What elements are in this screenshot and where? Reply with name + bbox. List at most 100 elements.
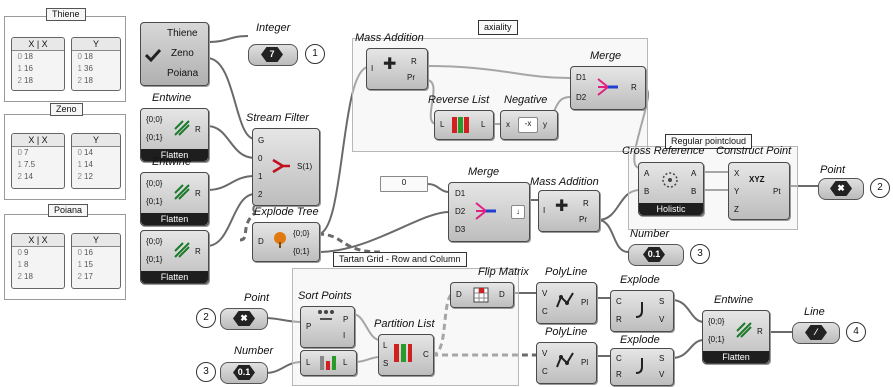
flatten-label: Flatten	[141, 271, 208, 283]
wire	[206, 175, 256, 191]
entwine2-title: Entwine	[152, 156, 192, 168]
flip-matrix[interactable]: D D	[450, 282, 514, 308]
list-header: X | X	[12, 234, 64, 247]
merge1[interactable]: D1 D2 R	[570, 66, 646, 110]
partition-list[interactable]: L S C	[378, 334, 434, 376]
mass-addition1-title: Mass Addition	[355, 32, 424, 44]
stream-filter[interactable]: G 0 1 2 S(1)	[252, 128, 320, 206]
entwine1[interactable]: {0;0} {0;1} R Flatten	[140, 108, 209, 162]
point-out-title: Point	[820, 164, 846, 176]
line-out-param[interactable]: ⁄	[792, 322, 840, 344]
explode-tree-icon	[274, 232, 286, 248]
wire	[206, 125, 256, 159]
stream-filter-icon	[272, 158, 290, 174]
point-in-param[interactable]: ✖	[220, 308, 268, 330]
number-in-badge: 3	[196, 362, 216, 382]
explode-icon	[635, 358, 643, 374]
construct-point-title: Construct Point	[716, 145, 792, 157]
explode-tree-title: Explode Tree	[254, 206, 319, 218]
polyline2[interactable]: V C Pl	[536, 342, 597, 384]
reverse-list-title: Reverse List	[428, 94, 490, 106]
mass-addition2[interactable]: I ✚ R Pr	[538, 190, 600, 232]
point-icon: ✖	[233, 311, 255, 326]
merge1-title: Merge	[590, 50, 622, 62]
wire	[671, 299, 705, 323]
negative-icon: -x	[518, 117, 538, 133]
flatten-label: Flatten	[703, 351, 769, 363]
cross-reference[interactable]: A B A B Holistic	[638, 162, 704, 216]
wire	[425, 79, 438, 125]
wire-multi	[239, 211, 257, 242]
polyline-icon	[556, 292, 574, 308]
wire	[671, 339, 705, 359]
wire	[427, 183, 450, 193]
flip-matrix-title: Flip Matrix	[478, 266, 529, 278]
group-tartan-title: Tartan Grid - Row and Column	[333, 252, 467, 267]
number-out-title: Number	[630, 228, 670, 240]
explode2[interactable]: C R S V	[610, 348, 674, 386]
line-out-title: Line	[804, 306, 825, 318]
number-out-badge: 3	[690, 244, 710, 264]
merge-flatten-icon[interactable]: ↓	[511, 205, 525, 219]
svg-text:✚: ✚	[383, 55, 396, 73]
entwine-icon	[736, 322, 752, 338]
list-header: X | X	[12, 38, 64, 51]
construct-point[interactable]: X Y Z XYZ Pt	[728, 162, 790, 220]
wire	[206, 57, 256, 140]
wire-multi	[317, 232, 381, 254]
flatten-label: Flatten	[141, 149, 208, 161]
wire	[264, 361, 303, 374]
partition-list-icon	[394, 344, 412, 362]
point-out-param[interactable]: ✖	[818, 178, 864, 200]
mass-addition1[interactable]: I ✚ R Pr	[366, 48, 428, 90]
mass-addition2-title: Mass Addition	[530, 176, 599, 188]
value-list-item[interactable]: Poiana	[167, 68, 199, 79]
line-out-badge: 4	[846, 322, 866, 342]
entwine3[interactable]: {0;0} {0;1} R Flatten	[140, 230, 209, 284]
list-item-component[interactable]: L L	[300, 350, 357, 376]
entwine2[interactable]: {0;0} {0;1} R Flatten	[140, 172, 209, 226]
merge2[interactable]: D1 D2 D3 ↓	[448, 182, 530, 242]
number-in-param[interactable]: 0.1	[220, 362, 268, 384]
number-in-title: Number	[234, 345, 274, 357]
number-panel[interactable]: 0	[380, 176, 428, 192]
cross-reference-mode: Holistic	[639, 203, 703, 215]
merge2-title: Merge	[468, 166, 500, 178]
entwine4-title: Entwine	[714, 294, 754, 306]
integer-param[interactable]: 7	[248, 44, 298, 66]
reverse-list-icon	[452, 117, 469, 133]
group-pointcloud-title: Regular pointcloud	[665, 134, 753, 149]
flatten-label: Flatten	[141, 213, 208, 225]
number-out-param[interactable]: 0.1	[628, 244, 684, 266]
svg-text:✚: ✚	[555, 197, 568, 215]
value-list-item[interactable]: Thiene	[167, 28, 198, 39]
cross-reference-title: Cross Reference	[622, 145, 705, 157]
integer-title: Integer	[256, 22, 291, 34]
value-list-item-selected[interactable]: Zeno	[171, 48, 194, 59]
polyline-icon	[556, 352, 574, 368]
polyline1[interactable]: V C Pl	[536, 282, 597, 324]
wire	[597, 189, 641, 221]
panel-label-thiene: Thiene	[46, 8, 86, 21]
panel-label-poiana: Poiana	[48, 204, 89, 217]
explode-tree[interactable]: D {0;0} {0;1}	[252, 222, 320, 262]
reverse-list[interactable]: L L	[434, 110, 494, 140]
entwine4[interactable]: {0;0} {0;1} R Flatten	[702, 310, 770, 364]
panel-label-zeno: Zeno	[50, 103, 83, 116]
explode1-title: Explode	[620, 274, 660, 286]
negative[interactable]: x -x y	[500, 110, 558, 140]
stream-filter-title: Stream Filter	[246, 112, 309, 124]
number-out-value: 0.1	[643, 247, 665, 262]
explode1[interactable]: C R S V	[610, 290, 674, 332]
sort-points-icon	[318, 310, 334, 320]
sort-points[interactable]: P P I	[300, 306, 355, 348]
value-list[interactable]: Thiene Zeno Poiana	[140, 22, 209, 86]
